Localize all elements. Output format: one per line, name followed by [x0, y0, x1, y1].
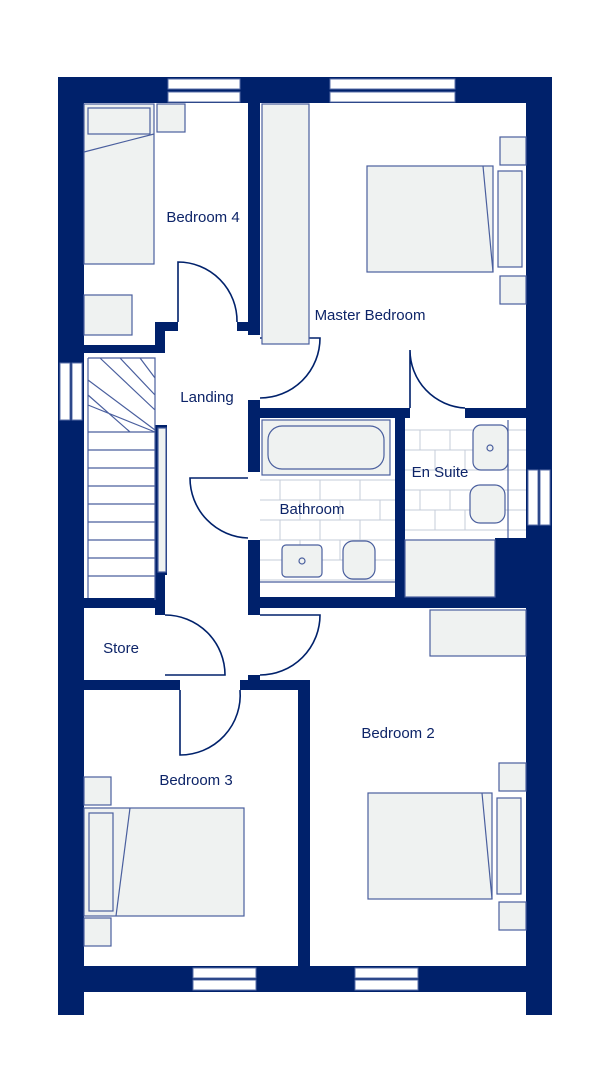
bathtub-basin: [267, 425, 385, 470]
bedroom2-door: [259, 614, 321, 676]
bedside-table: [498, 762, 527, 792]
pillow: [497, 170, 523, 268]
double-bed: [367, 792, 493, 900]
label-bathroom: Bathroom: [279, 501, 344, 518]
ensuite-door: [409, 349, 466, 409]
bedside-table: [499, 275, 527, 305]
bedside-table: [498, 901, 527, 931]
bedroom3-door: [179, 689, 241, 756]
windows: [59, 78, 551, 991]
bedside-table: [156, 103, 186, 133]
bathroom-door: [189, 477, 249, 539]
label-store: Store: [103, 640, 139, 657]
label-bedroom4: Bedroom 4: [166, 209, 239, 226]
double-bed: [366, 165, 494, 273]
doors: [164, 261, 466, 756]
pillow: [496, 797, 522, 895]
bedside-table: [83, 917, 112, 947]
label-ensuite: En Suite: [412, 464, 469, 481]
sink: [281, 544, 323, 578]
label-landing: Landing: [180, 389, 233, 406]
wardrobe: [261, 103, 310, 345]
store-door: [164, 614, 226, 676]
staircase: [87, 357, 167, 600]
toilet: [342, 540, 376, 580]
ensuite-toilet: [469, 484, 506, 524]
bedside-table: [499, 136, 527, 166]
handrail: [157, 427, 167, 573]
room-labels: Bedroom 4 Master Bedroom Landing Bathroo…: [103, 209, 468, 789]
label-bedroom2: Bedroom 2: [361, 725, 434, 742]
ensuite-sink: [472, 424, 509, 471]
pillow: [87, 107, 151, 135]
desk: [429, 609, 527, 657]
label-master-bedroom: Master Bedroom: [315, 307, 426, 324]
label-bedroom3: Bedroom 3: [159, 772, 232, 789]
desk: [83, 294, 133, 336]
shower-tray: [404, 539, 496, 598]
master-door: [259, 337, 321, 399]
bedroom4-door: [177, 261, 238, 323]
bedside-table: [83, 776, 112, 806]
furniture: [83, 103, 527, 947]
walls: [58, 77, 552, 1015]
pillow: [88, 812, 114, 912]
